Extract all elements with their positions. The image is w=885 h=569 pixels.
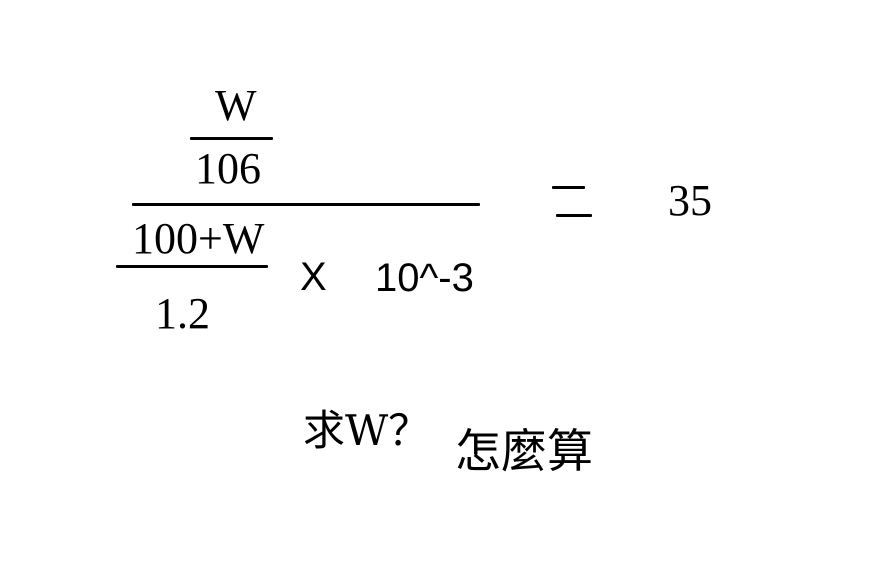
- inner-fraction-bar: [190, 137, 273, 140]
- inner-numerator-w: W: [215, 81, 257, 130]
- question-prompt: 求W？: [303, 406, 431, 455]
- lower-numerator: 100+W: [132, 214, 265, 263]
- times-sign: X: [300, 255, 327, 299]
- question-how: 怎麼算: [455, 424, 593, 478]
- inner-denominator: 106: [195, 144, 261, 193]
- result: 35: [668, 176, 712, 225]
- lower-denominator: 1.2: [155, 289, 210, 338]
- equals-top-line: [552, 186, 585, 189]
- factor: 10^-3: [375, 256, 474, 300]
- equals-bottom-line: [556, 214, 592, 217]
- main-fraction-bar: [132, 203, 480, 206]
- lower-fraction-bar: [116, 265, 268, 268]
